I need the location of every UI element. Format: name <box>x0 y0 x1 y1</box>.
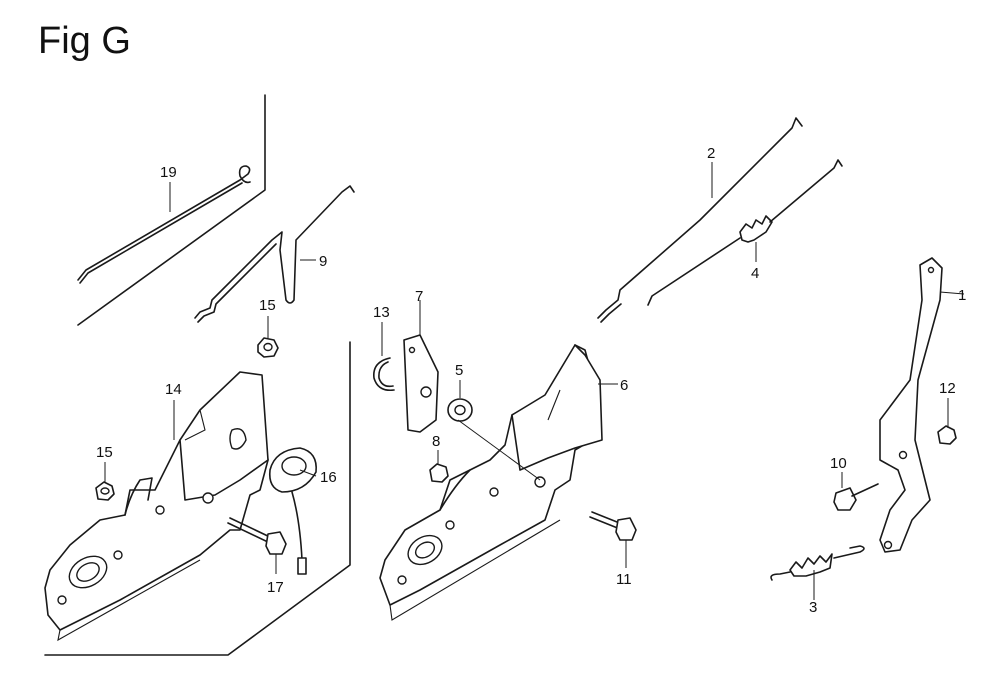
part-9-bent-rod <box>194 185 355 323</box>
part-12-nut <box>937 425 957 445</box>
part-2-rod <box>597 117 803 323</box>
figure-title: Fig G <box>38 20 131 62</box>
callout-5: 5 <box>455 362 463 379</box>
callout-labels: 19 9 15 14 15 16 17 13 7 5 8 6 11 2 4 1 … <box>96 145 966 616</box>
part-5-washer <box>447 398 473 422</box>
callout-4: 4 <box>751 265 759 282</box>
callout-1: 1 <box>958 287 966 304</box>
callout-15-upper: 15 <box>259 297 276 314</box>
part-19-rod <box>77 165 251 284</box>
callout-14: 14 <box>165 381 182 398</box>
part-15-nut-upper <box>257 337 279 358</box>
part-13-circlip <box>373 357 395 392</box>
callout-17: 17 <box>267 579 284 596</box>
callout-12: 12 <box>939 380 956 397</box>
callout-3: 3 <box>809 599 817 616</box>
callout-6: 6 <box>620 377 628 394</box>
part-15-nut-lower <box>95 481 115 501</box>
part-11-bolt <box>589 511 637 541</box>
part-4-spring-rod <box>647 159 843 306</box>
callout-9: 9 <box>319 253 327 270</box>
callout-10: 10 <box>830 455 847 472</box>
callout-13: 13 <box>373 304 390 321</box>
part-6-center-plate <box>379 344 603 621</box>
part-3-spring <box>770 545 865 581</box>
part-8-nut <box>429 463 449 483</box>
callout-8: 8 <box>432 433 440 450</box>
part-1-lever <box>879 257 943 553</box>
callout-7: 7 <box>415 288 423 305</box>
callout-19: 19 <box>160 164 177 181</box>
callout-2: 2 <box>707 145 715 162</box>
part-7-bracket <box>403 334 439 433</box>
part-14-plate-assembly <box>44 371 269 642</box>
callout-11: 11 <box>616 571 632 588</box>
part-17-bolt <box>227 517 287 555</box>
left-group-border <box>44 94 351 656</box>
part-16-switch <box>268 447 317 575</box>
leader-lines <box>104 162 965 600</box>
callout-16: 16 <box>320 469 337 486</box>
part-10-screw <box>833 483 879 511</box>
callout-15-lower: 15 <box>96 444 113 461</box>
